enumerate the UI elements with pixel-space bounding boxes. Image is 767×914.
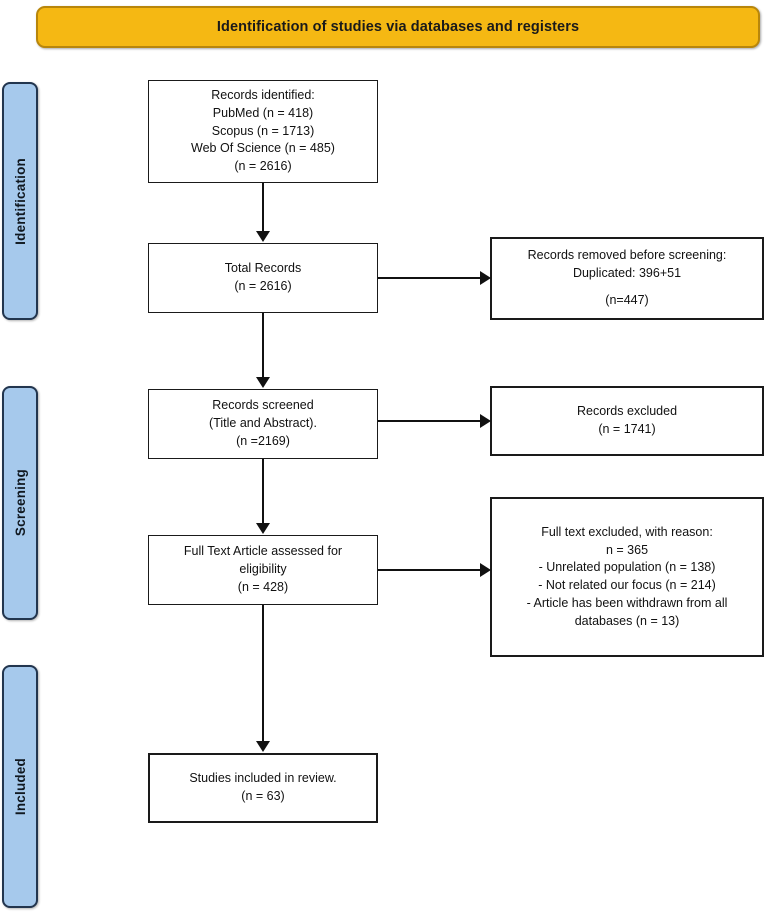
arrowhead-down-to-records-screened [256,377,270,388]
records-identified-total: (n = 2616) [234,159,292,174]
connector-screened-to-excluded [378,420,482,422]
total-records-label: Total Records [224,261,302,276]
box-total-records: Total Records (n = 2616) [148,243,378,313]
records-screened-count: (n =2169) [236,433,290,448]
records-removed-count: (n=447) [605,292,649,307]
arrowhead-right-to-records-removed [480,271,491,285]
connector-total-to-removed [378,277,482,279]
full-text-assessed-label: Full Text Article assessed for [183,544,343,559]
records-removed-duplicated: Duplicated: 396+51 [572,266,682,281]
box-full-text-excluded-with-reason: Full text excluded, with reason: n = 365… [490,497,764,657]
records-excluded-count: (n = 1741) [598,422,656,436]
records-excluded-label: Records excluded [576,404,678,419]
box-studies-included-in-review: Studies included in review. (n = 63) [148,753,378,823]
fulltext-excluded-reason-1: - Unrelated population (n = 138) [538,560,716,575]
records-screened-label: Records screened [212,398,314,413]
stage-label-identification: Identification [2,82,38,320]
stage-label-included: Included [2,665,38,908]
box-full-text-assessed-for-eligibility: Full Text Article assessed for eligibili… [148,535,378,605]
stage-label-screening: Screening [2,386,38,620]
records-identified-wos: Web Of Science (n = 485) [191,141,335,156]
studies-included-label: Studies included in review. [189,771,337,786]
connector-fulltext-to-excluded [378,569,482,571]
connector-identified-to-total [262,183,264,232]
total-records-count: (n = 2616) [234,279,292,293]
stage-label-screening-text: Screening [12,469,28,537]
box-records-screened: Records screened (Title and Abstract). (… [148,389,378,459]
records-identified-scopus: Scopus (n = 1713) [211,123,315,138]
full-text-assessed-count: (n = 428) [237,579,289,594]
diagram-header-banner: Identification of studies via databases … [36,6,760,48]
records-removed-label: Records removed before screening: [527,248,727,263]
records-screened-sublabel: (Title and Abstract). [209,416,317,431]
box-records-excluded: Records excluded (n = 1741) [490,386,764,456]
fulltext-excluded-reason-3a: - Article has been withdrawn from all [526,595,728,610]
studies-included-count: (n = 63) [241,789,285,803]
records-identified-line-1: Records identified: [211,88,315,103]
connector-total-to-screened [262,313,264,378]
arrowhead-right-to-records-excluded [480,414,491,428]
diagram-title: Identification of studies via databases … [216,19,580,35]
fulltext-excluded-reason-3b: databases (n = 13) [574,613,680,628]
fulltext-excluded-label: Full text excluded, with reason: [541,524,713,539]
full-text-assessed-sublabel: eligibility [239,562,287,577]
fulltext-excluded-reason-2: - Not related our focus (n = 214) [538,578,716,592]
box-records-identified: Records identified: PubMed (n = 418) Sco… [148,80,378,183]
arrowhead-down-to-full-text-assessed [256,523,270,534]
connector-fulltext-to-included [262,605,264,742]
fulltext-excluded-total: n = 365 [605,542,649,557]
records-identified-pubmed: PubMed (n = 418) [212,105,314,120]
stage-label-identification-text: Identification [12,157,28,245]
arrowhead-down-to-studies-included [256,741,270,752]
arrowhead-right-to-fulltext-excluded [480,563,491,577]
stage-label-included-text: Included [12,757,28,816]
connector-screened-to-fulltext [262,459,264,524]
arrowhead-down-to-total-records [256,231,270,242]
box-records-removed-before-screening: Records removed before screening: Duplic… [490,237,764,320]
